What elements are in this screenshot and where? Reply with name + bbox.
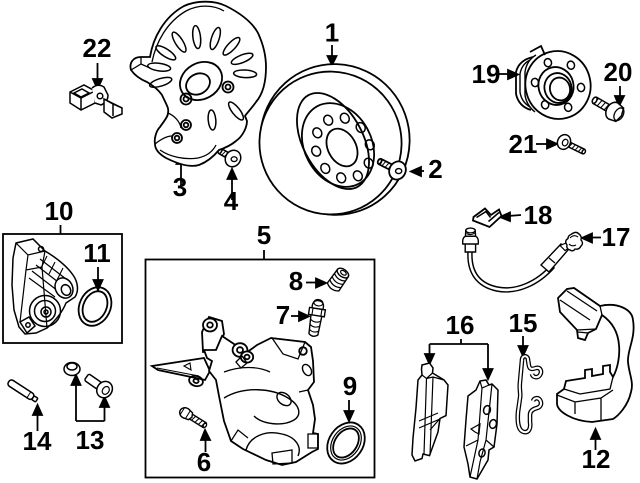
svg-text:3: 3 — [173, 172, 187, 202]
svg-text:10: 10 — [45, 196, 74, 226]
svg-text:22: 22 — [83, 33, 112, 63]
svg-text:9: 9 — [343, 371, 357, 401]
svg-text:15: 15 — [509, 308, 538, 338]
svg-text:20: 20 — [604, 57, 633, 87]
svg-text:16: 16 — [446, 310, 475, 340]
svg-text:18: 18 — [524, 200, 553, 230]
svg-text:7: 7 — [276, 300, 290, 330]
svg-text:1: 1 — [325, 18, 339, 48]
svg-text:4: 4 — [224, 186, 239, 216]
svg-text:6: 6 — [197, 447, 211, 477]
svg-text:8: 8 — [289, 266, 303, 296]
svg-text:21: 21 — [509, 129, 538, 159]
svg-text:11: 11 — [83, 238, 111, 268]
svg-text:5: 5 — [257, 220, 271, 250]
svg-text:2: 2 — [428, 154, 442, 184]
svg-text:19: 19 — [472, 59, 501, 89]
svg-text:17: 17 — [602, 222, 631, 252]
svg-text:13: 13 — [76, 425, 105, 455]
